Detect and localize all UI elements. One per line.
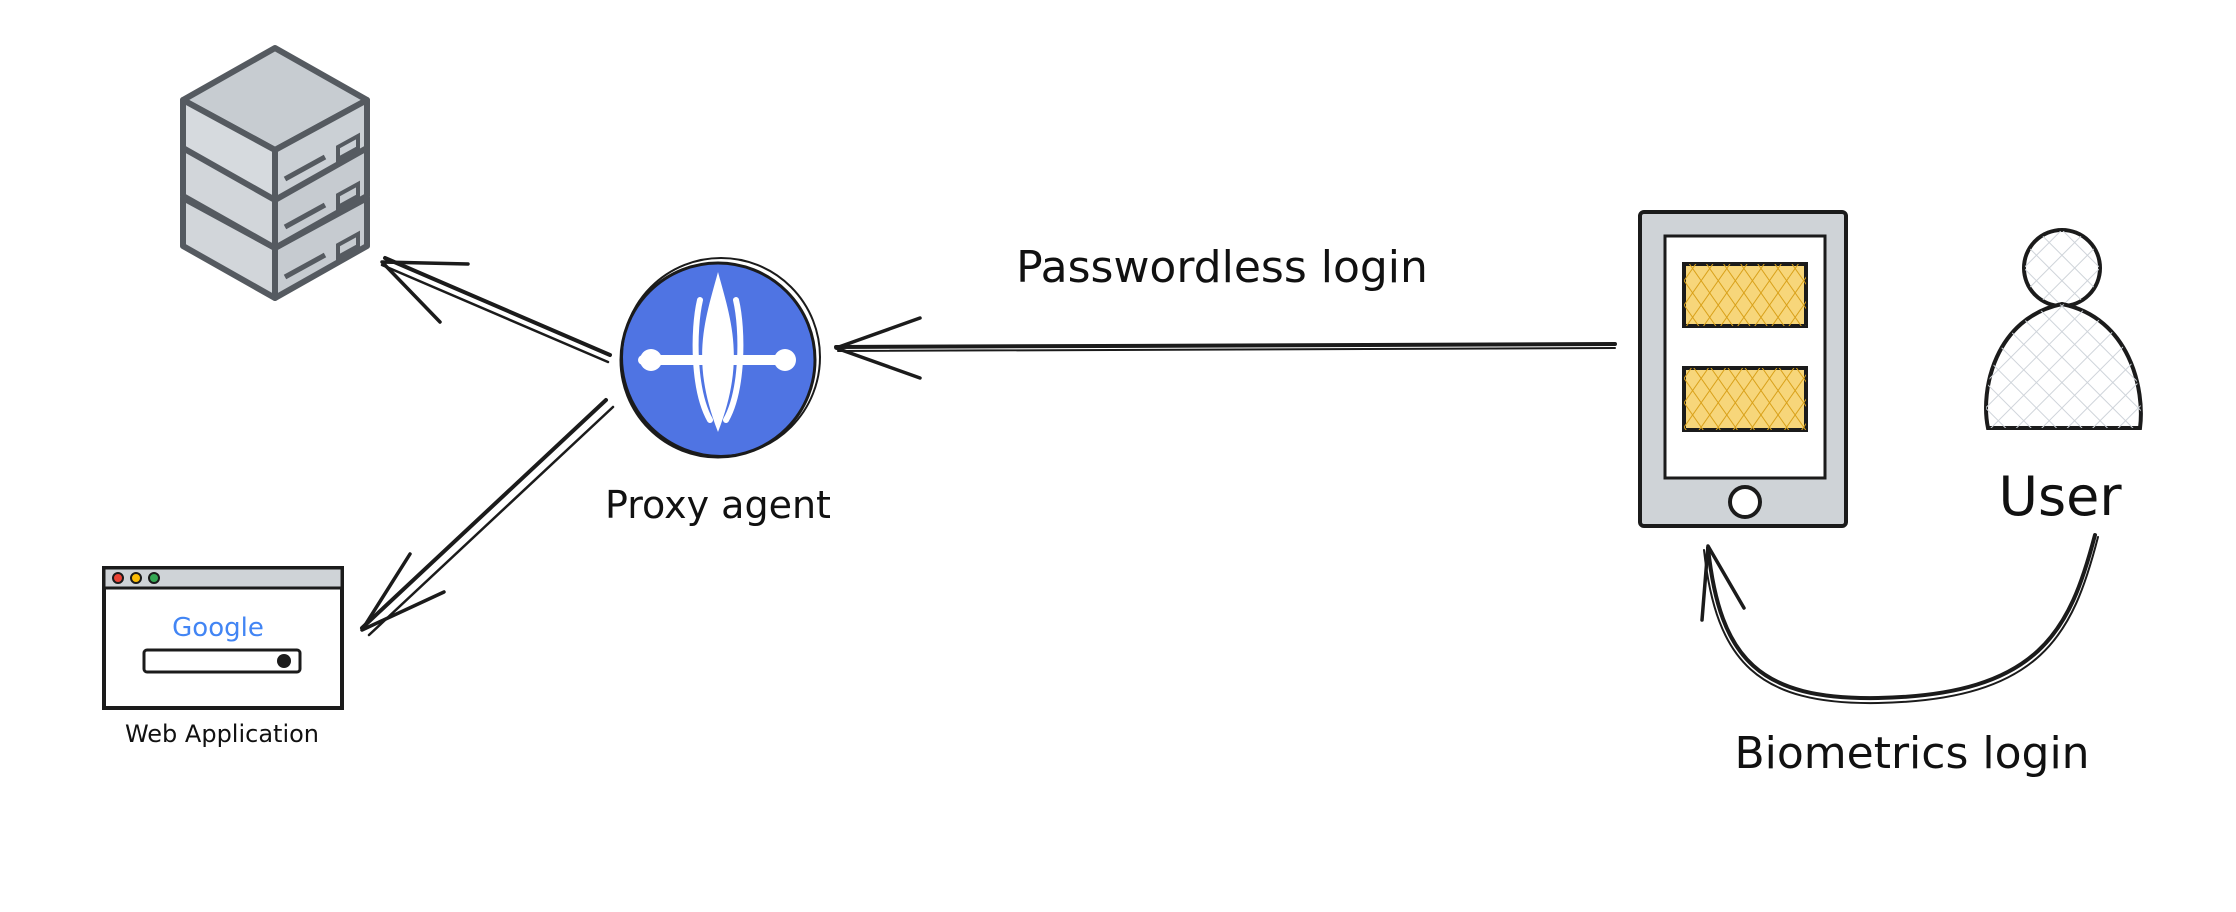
user-label: User [1998,465,2122,528]
window-close-dot [112,572,124,584]
web-application-label: Web Application [125,720,319,748]
google-logo: Google [172,613,264,643]
arrow-proxy-to-browser [360,398,615,637]
proxy-agent-label: Proxy agent [605,483,831,527]
window-maximize-dot [148,572,160,584]
biometrics-login-label: Biometrics login [1734,728,2089,779]
tablet-home-button [1728,485,1762,519]
passwordless-login-label: Passwordless login [1016,242,1428,293]
arrow-proxy-to-server [380,256,612,364]
tablet-icon [1638,210,1848,528]
user-icon [1984,228,2143,430]
window-minimize-dot [130,572,142,584]
arrow-tablet-to-proxy [834,316,1617,380]
search-icon [277,654,291,668]
browser-window-icon: Google [102,566,344,710]
server-stack-icon [180,45,370,301]
search-bar [142,648,302,674]
proxy-agent-icon [619,257,821,459]
arrow-user-to-tablet [1700,533,2099,705]
